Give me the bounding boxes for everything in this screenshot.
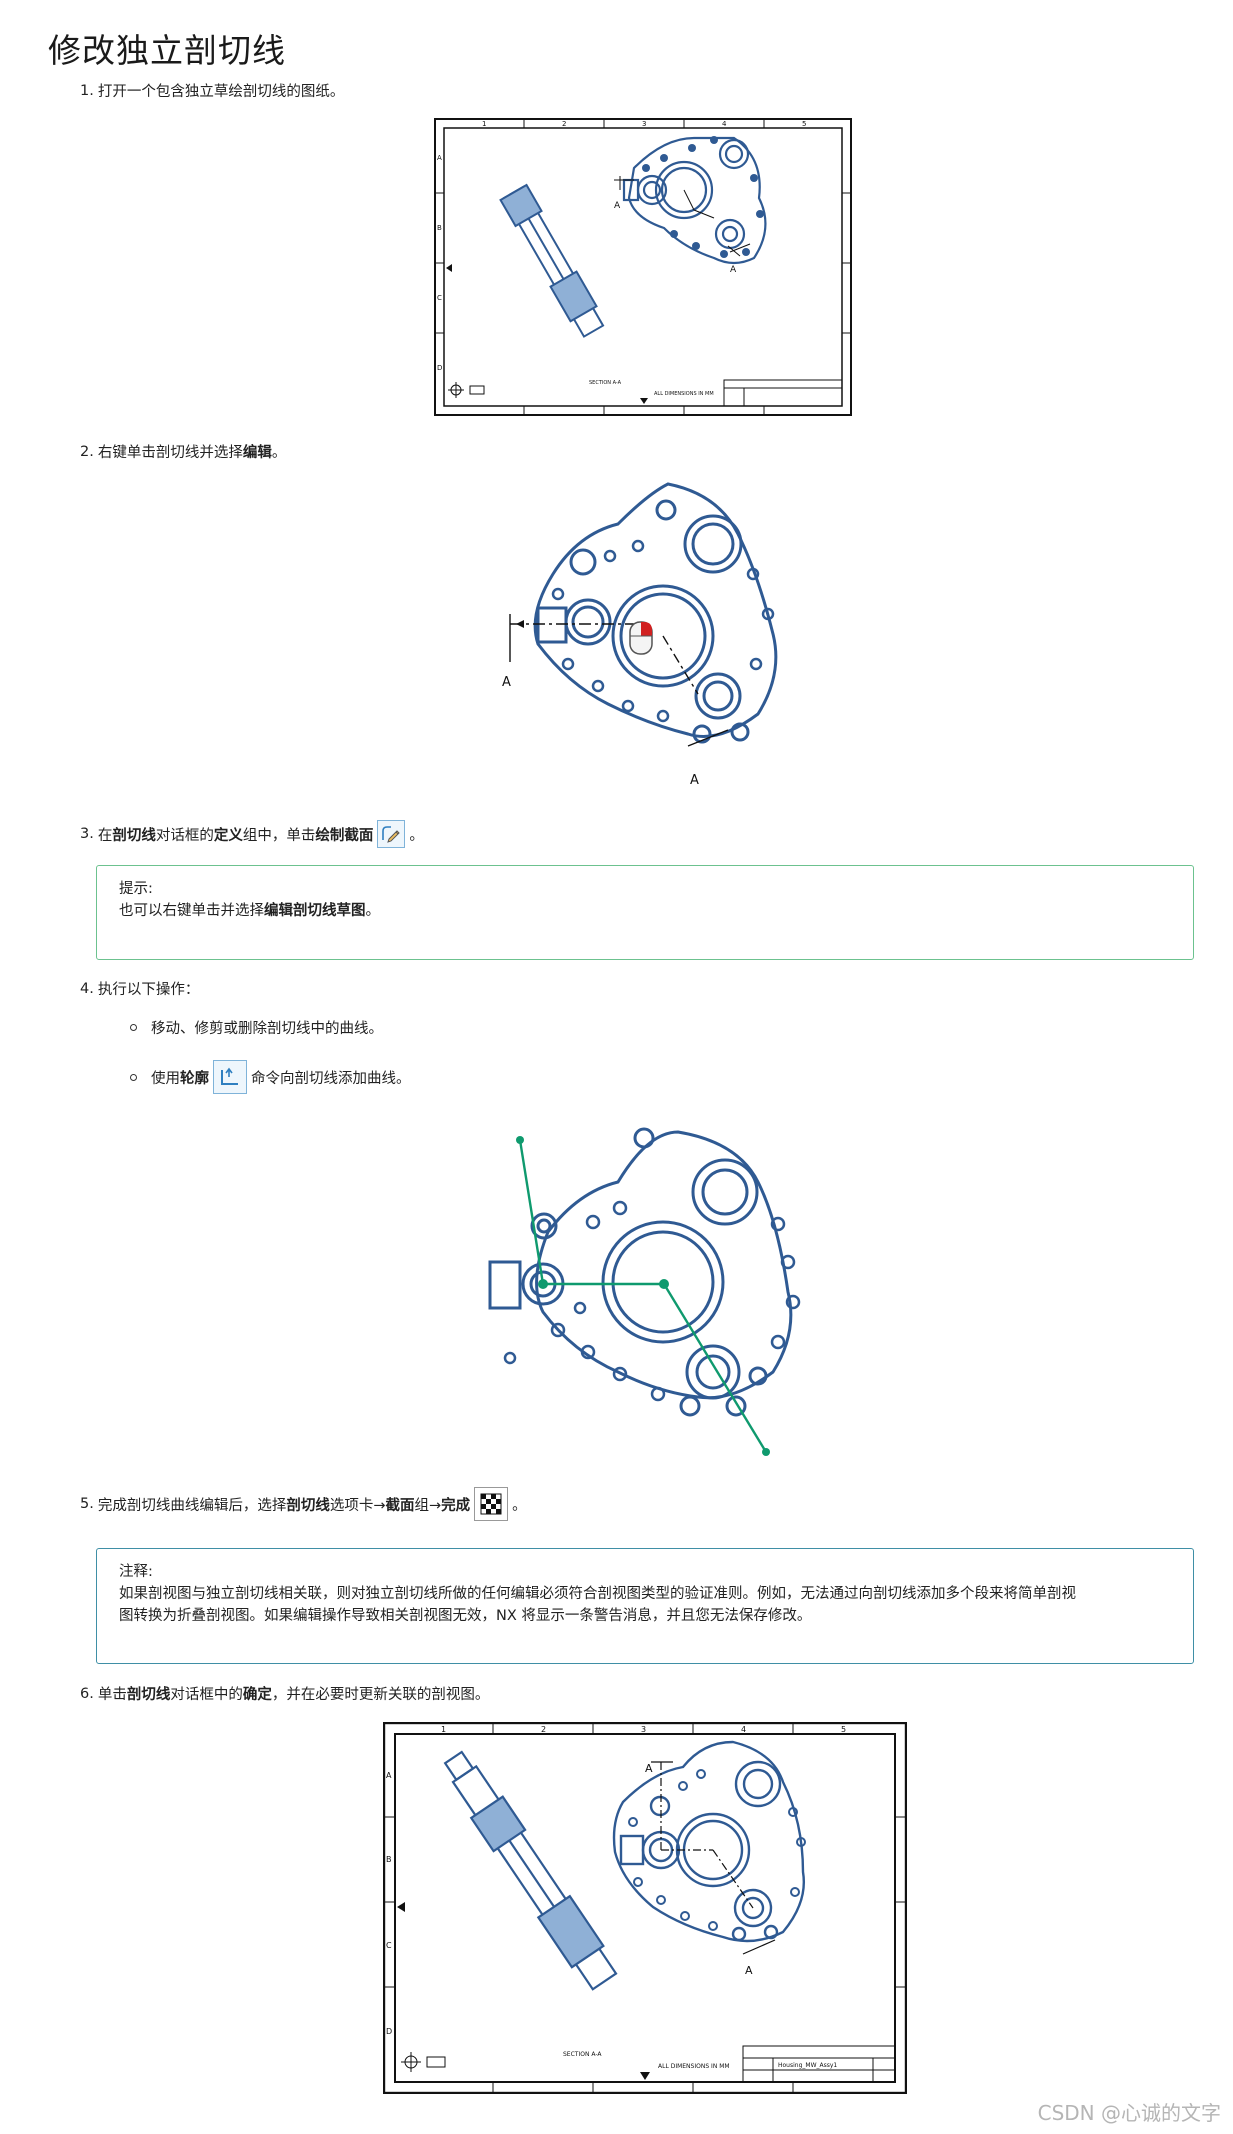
row-label: A [437, 154, 442, 162]
section-label: A [645, 1762, 653, 1775]
checkered-flag-icon[interactable] [474, 1487, 509, 1521]
dims-note: ALL DIMENSIONS IN MM [654, 391, 714, 397]
view-caption: SECTION A-A [563, 2051, 602, 2058]
figure-part-right-click: A A [498, 474, 798, 799]
col-label: 2 [562, 120, 566, 128]
col-label: 2 [541, 1725, 546, 1734]
section-label: A [730, 265, 737, 275]
sketch-section-line [518, 1139, 768, 1453]
step-3: 3. 在剖切线对话框的定义组中，单击绘制截面 。 [80, 820, 424, 848]
section-label: A [502, 675, 511, 690]
step-6: 6. 单击剖切线对话框中的确定，并在必要时更新关联的剖视图。 [80, 1685, 490, 1704]
profile-corner-icon[interactable] [213, 1060, 247, 1094]
col-label: 5 [802, 120, 806, 128]
col-label: 4 [741, 1725, 746, 1734]
col-label: 1 [441, 1725, 446, 1734]
section-label: A [614, 201, 621, 211]
view-caption: SECTION A-A [589, 380, 622, 386]
col-label: 3 [642, 120, 646, 128]
dims-note: ALL DIMENSIONS IN MM [658, 2063, 730, 2070]
tip-box: 提示: 也可以右键单击并选择编辑剖切线草图。 [96, 865, 1194, 960]
step-5: 5. 完成剖切线曲线编辑后，选择剖切线选项卡→截面组→完成 。 [80, 1487, 527, 1521]
row-label: B [386, 1855, 392, 1864]
row-label: D [437, 364, 442, 372]
figure-sketch-edit [488, 1112, 808, 1472]
row-label: D [386, 2027, 392, 2036]
row-label: B [437, 224, 442, 232]
section-label: A [745, 1964, 753, 1977]
title-block-name: Housing_MW_Assy1 [778, 2062, 837, 2069]
mouse-icon [629, 621, 653, 655]
bullet-icon [130, 1024, 137, 1031]
updated-sheet-image: 1 2 3 4 5 A B C D [383, 1722, 907, 2094]
row-label: A [386, 1771, 392, 1780]
part-sketch-image [488, 1127, 801, 1456]
part-edit-image: A A [502, 482, 778, 788]
watermark: CSDN @心诚的文字 [1037, 2101, 1221, 2125]
col-label: 4 [722, 120, 727, 128]
row-label: C [386, 1941, 392, 1950]
section-label: A [690, 773, 699, 788]
bullet-icon [130, 1073, 137, 1081]
step-4: 4. 执行以下操作： [80, 980, 200, 999]
note-label: 注释: [119, 1564, 153, 1580]
row-label: C [437, 294, 442, 302]
figure-drawing-sheet: 1 2 3 4 5 A B C D [434, 118, 852, 416]
step-1: 1. 打开一个包含独立草绘剖切线的图纸。 [80, 82, 345, 101]
pencil-sketch-icon[interactable] [377, 820, 406, 848]
note-text: 如果剖视图与独立剖切线相关联，则对独立剖切线所做的任何编辑必须符合剖视图类型的验… [119, 1586, 1076, 1602]
drawing-sheet-image: 1 2 3 4 5 A B C D [434, 118, 852, 416]
bullet-item: 使用轮廓 命令向剖切线添加曲线。 [130, 1060, 411, 1094]
step-2: 2. 右键单击剖切线并选择编辑。 [80, 443, 287, 462]
note-box: 注释: 如果剖视图与独立剖切线相关联，则对独立剖切线所做的任何编辑必须符合剖视图… [96, 1548, 1194, 1664]
tip-text: 也可以右键单击并选择编辑剖切线草图。 [119, 903, 380, 919]
bullet-item: 移动、修剪或删除剖切线中的曲线。 [130, 1017, 383, 1038]
note-text: 图转换为折叠剖视图。如果编辑操作导致相关剖视图无效，NX 将显示一条警告消息，并… [119, 1608, 812, 1624]
col-label: 5 [841, 1725, 846, 1734]
col-label: 1 [482, 120, 486, 128]
figure-updated-sheet: 1 2 3 4 5 A B C D [383, 1722, 907, 2094]
col-label: 3 [641, 1725, 646, 1734]
page-title: 修改独立剖切线 [48, 31, 286, 70]
tip-label: 提示: [119, 881, 153, 897]
